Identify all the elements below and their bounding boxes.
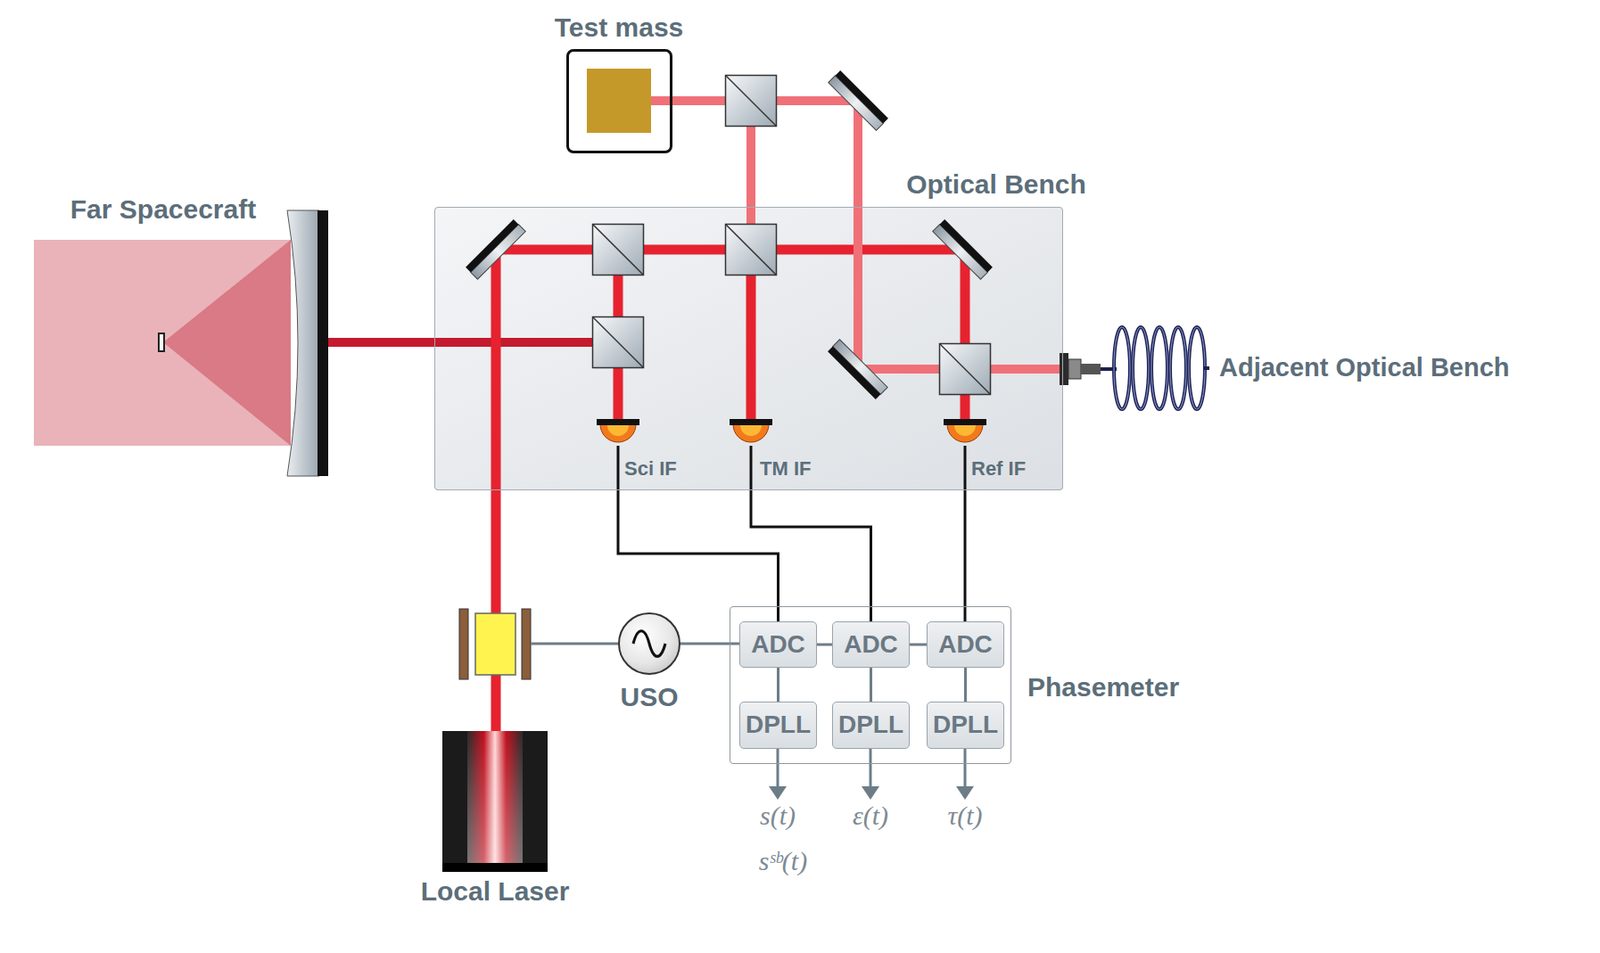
connector-line <box>869 668 873 702</box>
photodiode-shape <box>596 419 640 446</box>
photodiode-shape <box>943 419 987 446</box>
clock-wire <box>530 643 619 646</box>
mirrors <box>465 70 993 400</box>
node-label: Local Laser <box>420 876 570 908</box>
fibre <box>1059 327 1210 410</box>
phasemeter-box: PhasemeterADCADCADCDPLLDPLLDPLL <box>729 606 1012 765</box>
telescope-mirror <box>287 210 320 477</box>
node-label: Optical Bench <box>906 169 1087 201</box>
connector-line <box>816 643 833 647</box>
node-label: ADC <box>843 630 899 660</box>
test-mass-housing: Test mass <box>566 49 673 154</box>
node-label: Ref IF <box>971 457 1026 480</box>
connector-line <box>680 643 740 646</box>
sine-symbol <box>619 614 679 674</box>
node-label: ADC <box>750 630 806 660</box>
connector-line <box>776 668 780 702</box>
laser-symbol: Local Laser <box>442 731 548 873</box>
signal-wire <box>964 445 967 622</box>
photodiode: Ref IF <box>943 419 987 446</box>
signal-wire <box>750 445 872 622</box>
node-label: Sci IF <box>624 457 677 480</box>
far-telescope <box>158 333 165 352</box>
output-arrows <box>768 749 974 800</box>
node-label: USO <box>619 682 678 714</box>
far-spacecraft-region: Far Spacecraft <box>33 239 291 446</box>
node-label: ADC <box>938 630 993 660</box>
optical-bench: Optical BenchSci IFTM IFRef IF <box>434 206 1064 491</box>
photodiode: TM IF <box>729 419 773 446</box>
signal-name: s(t) <box>759 800 796 833</box>
far-beam-region <box>33 239 291 446</box>
process-box: DPLL <box>926 701 1005 750</box>
laser-body <box>442 731 548 873</box>
phase-modulator <box>459 609 531 680</box>
connector-line <box>909 643 927 647</box>
signal-wire <box>618 445 779 622</box>
photodiode-shape <box>729 419 773 446</box>
received-beam <box>303 338 619 347</box>
part-label: Adjacent Optical Bench <box>1219 353 1510 383</box>
node-label: Test mass <box>554 12 685 44</box>
oscillator-symbol: USO <box>618 612 681 676</box>
node-label: DPLL <box>932 710 998 740</box>
beamsplitters <box>593 75 991 396</box>
node-label: TM IF <box>759 457 811 480</box>
signal-name: τ(t) <box>947 800 982 833</box>
node-label: Far Spacecraft <box>70 194 256 226</box>
photodiode: Sci IF <box>596 419 640 446</box>
connector-line <box>964 668 967 702</box>
process-box: ADC <box>926 621 1005 669</box>
process-box: ADC <box>832 621 910 669</box>
signal-name: sˢᵇ(t) <box>758 846 808 878</box>
bench-ground <box>434 206 1064 491</box>
process-box: DPLL <box>739 701 817 750</box>
test-mass-cube <box>586 68 652 133</box>
signal-name: ε(t) <box>852 800 889 833</box>
node-label: Phasemeter <box>1027 672 1180 704</box>
beam-cone <box>163 239 291 446</box>
node-label: DPLL <box>838 710 904 740</box>
test-mass-beams <box>651 100 1067 370</box>
mirror-back <box>317 210 329 477</box>
local-beams <box>495 249 965 732</box>
process-box: ADC <box>739 621 817 669</box>
node-label: DPLL <box>745 710 811 740</box>
process-box: DPLL <box>832 701 910 750</box>
